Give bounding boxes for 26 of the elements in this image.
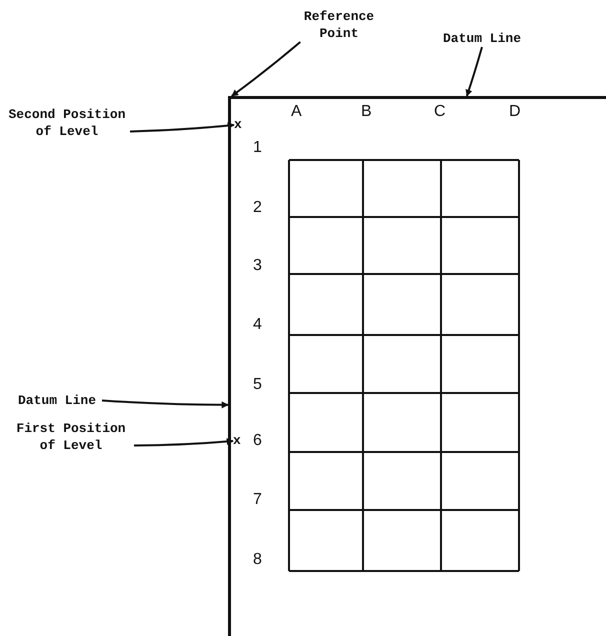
position-mark: x (234, 118, 242, 132)
column-label: C (434, 103, 446, 121)
leader-arrow (134, 438, 234, 446)
leader-arrow (231, 41, 301, 97)
leader-arrow (466, 46, 483, 97)
row-number: 1 (253, 139, 262, 157)
row-number: 2 (253, 199, 262, 217)
row-number: 4 (253, 316, 262, 334)
row-number: 8 (253, 551, 262, 569)
leader-arrow (130, 122, 235, 132)
column-label: B (361, 103, 372, 121)
callout-text: Second Position of Level (4, 106, 130, 140)
datum-line (228, 96, 606, 99)
datum-line (228, 96, 231, 636)
leader-arrow (102, 400, 229, 408)
column-label: D (509, 103, 521, 121)
position-mark: x (233, 434, 241, 448)
callout-text: First Position of Level (8, 420, 134, 454)
row-number: 7 (253, 491, 262, 509)
row-number: 5 (253, 376, 262, 394)
callout-text: Datum Line (12, 392, 102, 409)
callout-text: Datum Line (432, 30, 532, 47)
callout-text: Reference Point (296, 8, 382, 42)
column-label: A (291, 103, 302, 121)
row-number: 3 (253, 257, 262, 275)
row-number: 6 (253, 432, 262, 450)
